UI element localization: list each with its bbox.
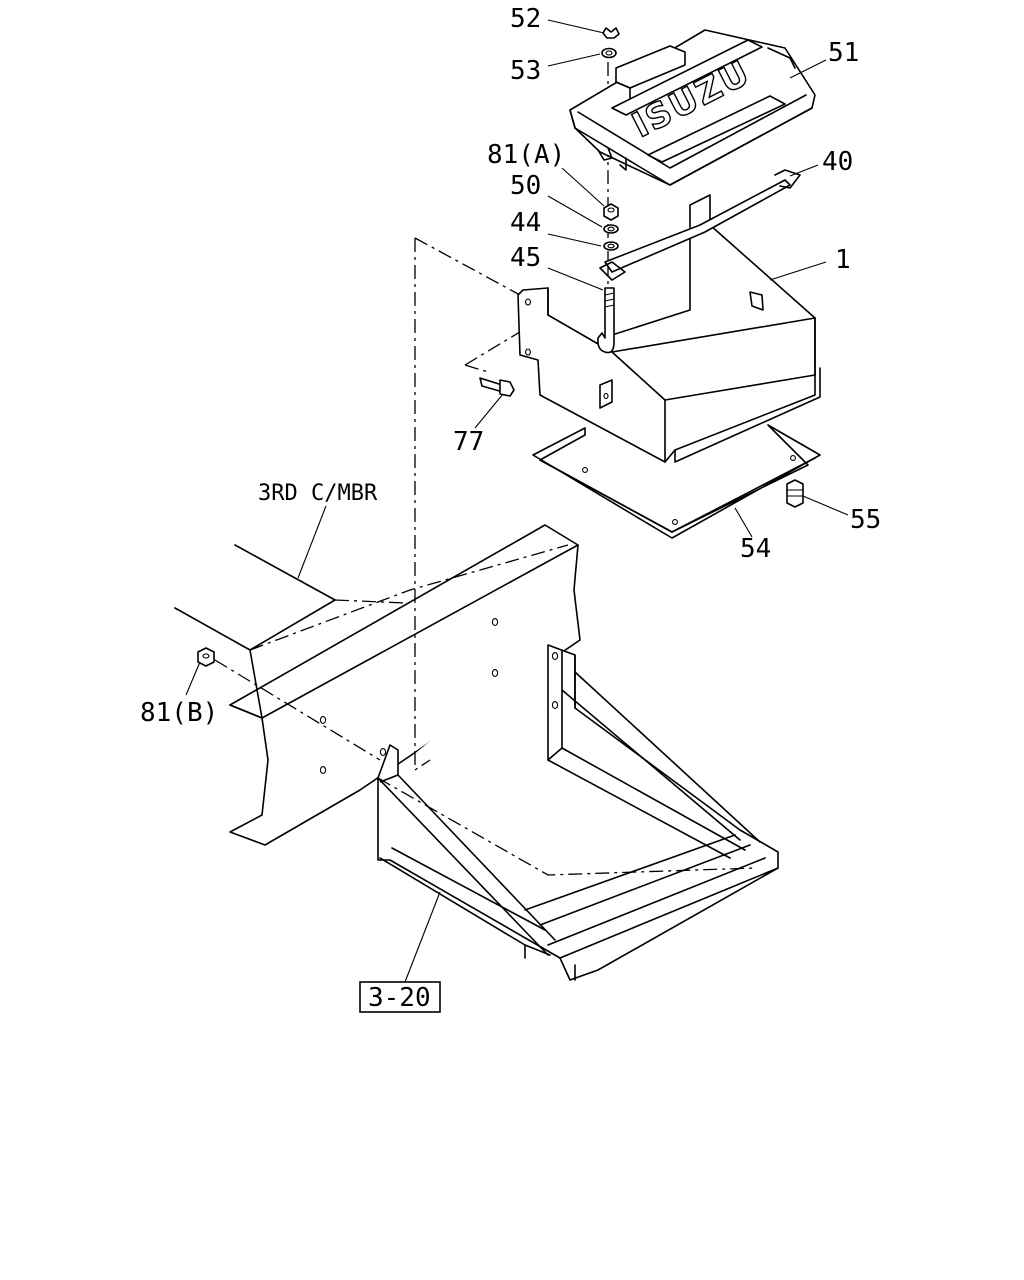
callout-52: 52 bbox=[510, 4, 541, 34]
callout-1: 1 bbox=[835, 245, 851, 275]
callout-40: 40 bbox=[822, 147, 853, 177]
callout-51: 51 bbox=[828, 38, 859, 68]
callout-45: 45 bbox=[510, 243, 541, 273]
reference-label: 3-20 bbox=[368, 983, 431, 1013]
callouts: 52 53 51 81(A) 50 40 44 45 1 77 55 54 81… bbox=[140, 4, 881, 728]
callout-50: 50 bbox=[510, 171, 541, 201]
callout-53: 53 bbox=[510, 56, 541, 86]
battery-carrier-frame bbox=[377, 644, 779, 981]
j-bolt bbox=[597, 287, 615, 354]
crossmember-label: 3RD C/MBR bbox=[258, 481, 378, 506]
callout-44: 44 bbox=[510, 208, 541, 238]
third-crossmember bbox=[174, 524, 581, 846]
battery-cover: ISUZU bbox=[569, 29, 816, 186]
callout-54: 54 bbox=[740, 534, 771, 564]
leader-lines bbox=[185, 19, 849, 983]
callout-55: 55 bbox=[850, 505, 881, 535]
reference-box: 3-20 bbox=[359, 981, 441, 1013]
callout-81b: 81(B) bbox=[140, 698, 218, 728]
battery-tray bbox=[517, 194, 821, 463]
battery-pad bbox=[532, 424, 821, 539]
callout-77: 77 bbox=[453, 427, 484, 457]
hold-down-bar bbox=[599, 169, 801, 281]
callout-81a: 81(A) bbox=[487, 140, 565, 170]
hardware bbox=[197, 27, 804, 667]
